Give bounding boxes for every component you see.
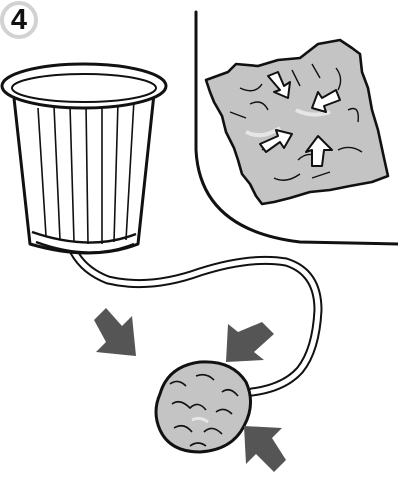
step-number: 4 xyxy=(0,1,38,39)
paper-ball-icon xyxy=(156,362,251,452)
arrow-icon xyxy=(244,426,286,472)
arrow-icon xyxy=(94,308,136,356)
step-badge: 4 xyxy=(0,0,40,40)
arrow-icon xyxy=(226,322,274,362)
paper-cup-icon xyxy=(2,64,166,253)
crumple-paper-icon xyxy=(206,40,388,204)
